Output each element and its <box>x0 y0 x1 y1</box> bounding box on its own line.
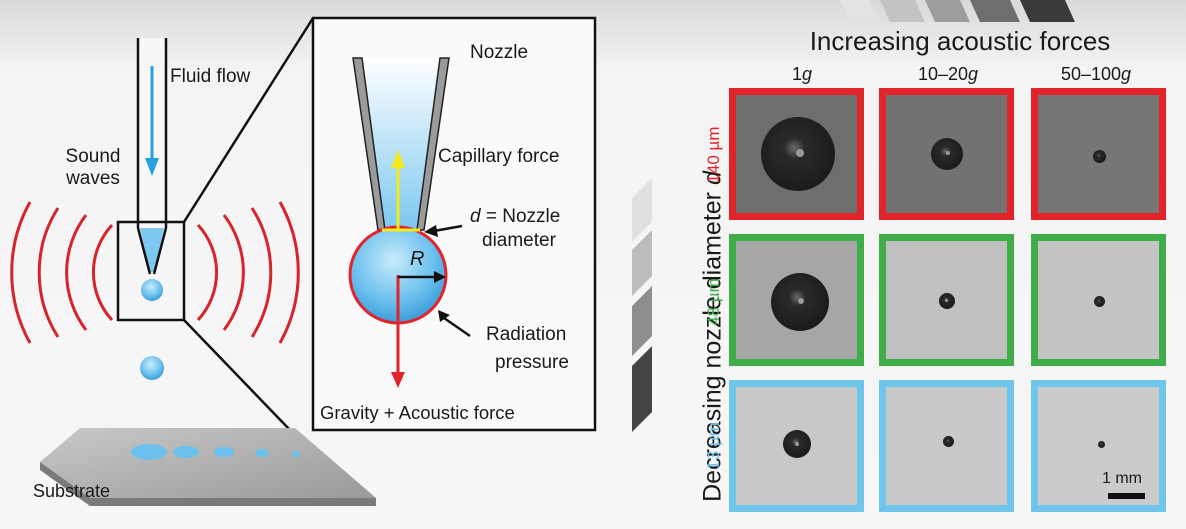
pointer-arrow-radiation <box>438 310 471 338</box>
panel-r1c3 <box>1031 88 1166 220</box>
droplet <box>771 273 829 331</box>
zoom-box <box>116 220 186 322</box>
falling-droplet <box>140 356 164 380</box>
panel-r1c1 <box>729 88 864 220</box>
substrate-plate <box>40 428 376 498</box>
diameter-label: diameter <box>482 230 556 251</box>
nozzle-label: Nozzle <box>470 42 529 63</box>
column-header-2: 10–20g <box>917 64 979 84</box>
panel-r3c2 <box>879 380 1014 512</box>
panel-r3c1 <box>729 380 864 512</box>
gravity-label: Gravity + Acoustic force <box>320 402 515 423</box>
droplet <box>943 436 954 447</box>
row-label-48: 48 µm <box>704 278 723 326</box>
droplet <box>761 117 835 191</box>
capillary-arrow <box>391 150 405 232</box>
deposited-droplets <box>131 444 300 460</box>
flow-arrow <box>145 66 159 176</box>
panel-r2c1 <box>729 234 864 366</box>
column-header-3: 50–100g <box>1060 64 1132 84</box>
sound-waves-label: Sound waves <box>65 146 121 189</box>
zoom-line-bottom <box>183 319 291 431</box>
zoom-line-top <box>182 17 315 223</box>
substrate-edge <box>40 462 376 506</box>
left-stripes <box>632 178 652 432</box>
column-header-1: 1g <box>791 64 813 84</box>
row-label-13: 13 µm <box>704 422 723 470</box>
gravity-arrow <box>391 275 405 388</box>
droplet <box>1098 441 1105 448</box>
substrate-label: Substrate <box>33 481 111 501</box>
scale-bar <box>1108 493 1145 499</box>
radius-arrow <box>398 271 446 283</box>
droplet <box>1094 296 1105 307</box>
droplet <box>1093 150 1106 163</box>
fluid-flow-label: Fluid flow <box>170 66 251 87</box>
panel-r2c2 <box>879 234 1014 366</box>
panel-r3c3 <box>1031 380 1166 512</box>
panel-r1c2 <box>879 88 1014 220</box>
pointer-arrow-d <box>424 224 463 237</box>
droplet <box>783 430 811 458</box>
pressure-label: pressure <box>495 352 569 373</box>
scale-bar-label: 1 mm <box>1102 470 1142 487</box>
droplet <box>931 138 963 170</box>
sound-waves-right <box>196 201 300 344</box>
capillary-force-label: Capillary force <box>438 146 560 167</box>
radius-symbol: R <box>410 248 425 270</box>
panel-r2c3 <box>1031 234 1166 366</box>
d-nozzle-label: d = Nozzle <box>470 206 561 227</box>
sound-waves-left <box>10 201 114 344</box>
droplet <box>939 293 955 309</box>
top-stripes <box>840 0 1075 22</box>
grid-title: Increasing acoustic forces <box>809 26 1111 56</box>
inset-nozzle <box>352 57 450 231</box>
row-label-140: 140 µm <box>704 126 723 184</box>
forming-droplet <box>141 279 163 301</box>
radiation-label: Radiation <box>486 324 567 345</box>
